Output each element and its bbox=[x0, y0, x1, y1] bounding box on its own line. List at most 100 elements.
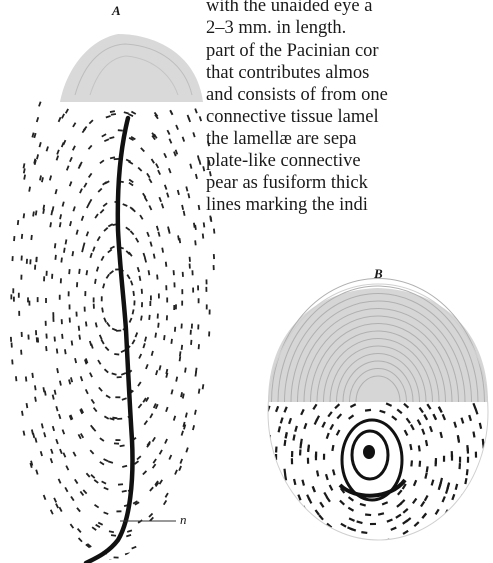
figure-a-nucleus-mark bbox=[137, 267, 140, 272]
figure-a-nucleus-mark bbox=[145, 364, 149, 369]
figure-b-nucleus-mark bbox=[468, 415, 472, 421]
figure-b-nucleus-mark bbox=[288, 513, 293, 519]
figure-a-nucleus-mark bbox=[144, 336, 147, 341]
figure-a-nucleus-mark bbox=[84, 307, 86, 312]
figure-b-nucleus-mark bbox=[309, 542, 315, 548]
figure-b-nucleus-mark bbox=[331, 445, 334, 451]
figure-a-nucleus-mark bbox=[23, 431, 26, 436]
figure-a-nucleus-mark bbox=[26, 259, 28, 264]
figure-a-nucleus-mark bbox=[36, 154, 39, 159]
figure-a-nucleus-mark bbox=[165, 262, 167, 267]
figure-b-nucleus-mark bbox=[288, 418, 292, 424]
figure-a-nucleus-mark bbox=[55, 189, 58, 194]
figure-b-nucleus-mark bbox=[417, 551, 423, 556]
figure-b-nucleus-mark bbox=[391, 415, 397, 420]
figure-a-nucleus-mark bbox=[215, 415, 218, 420]
figure-a-nucleus-mark bbox=[174, 470, 178, 475]
figure-a-nucleus-mark bbox=[69, 318, 71, 323]
figure-a-nucleus-mark bbox=[177, 190, 180, 195]
figure-a-nucleus-mark bbox=[186, 515, 190, 520]
figure-a-nucleus-mark bbox=[155, 370, 158, 375]
figure-a-nucleus-mark bbox=[115, 396, 120, 398]
figure-a-nucleus-mark bbox=[114, 556, 119, 558]
figure-b-nucleus-mark bbox=[418, 461, 421, 467]
figure-a-nucleus-mark bbox=[89, 372, 93, 377]
figure-a-nucleus-mark bbox=[173, 270, 175, 275]
figure-a-nucleus-mark bbox=[181, 301, 183, 306]
text-line: pear as fusiform thick bbox=[206, 173, 368, 193]
figure-a-nucleus-mark bbox=[190, 330, 192, 335]
figure-a-nucleus-mark bbox=[50, 458, 53, 463]
figure-a-nucleus-mark bbox=[90, 253, 93, 258]
figure-a-nucleus-mark bbox=[69, 157, 73, 162]
figure-a-nucleus-mark bbox=[191, 324, 193, 329]
figure-b-nucleus-mark bbox=[262, 420, 266, 426]
figure-a-nucleus-mark bbox=[94, 504, 99, 508]
figure-a-nucleus-mark bbox=[81, 247, 84, 252]
figure-a-nucleus-mark bbox=[32, 211, 35, 216]
figure-a-nucleus-mark bbox=[199, 480, 202, 485]
figure-b-nucleus-mark bbox=[428, 531, 434, 537]
figure-b-nucleus-mark bbox=[408, 537, 414, 542]
figure-a-nucleus-mark bbox=[174, 282, 176, 287]
figure-b-nucleus-mark bbox=[475, 408, 479, 414]
figure-b-nucleus-mark bbox=[293, 504, 298, 510]
figure-b-nucleus-mark bbox=[360, 503, 366, 507]
figure-a-nucleus-mark bbox=[187, 193, 190, 198]
figure-b-nucleus-mark bbox=[351, 556, 357, 560]
figure-a-nucleus-mark bbox=[188, 117, 191, 122]
figure-b-nucleus-mark bbox=[465, 523, 470, 529]
figure-b-nucleus-mark bbox=[476, 496, 480, 502]
figure-b-nucleus-mark bbox=[329, 484, 334, 490]
figure-b-nucleus-mark bbox=[423, 414, 428, 420]
figure-b-nucleus-mark bbox=[458, 534, 463, 540]
figure-b-nucleus-mark bbox=[299, 516, 304, 522]
figure-a-nucleus-mark bbox=[45, 333, 47, 338]
figure-a-nucleus-mark bbox=[181, 289, 183, 294]
figure-b-nucleus-mark bbox=[348, 414, 354, 419]
figure-a-nucleus-mark bbox=[159, 450, 163, 455]
figure-b-nucleus-mark bbox=[275, 466, 278, 472]
figure-b-nucleus-mark bbox=[438, 484, 442, 490]
figure-a-nucleus-mark bbox=[201, 428, 204, 433]
figure-a-nucleus-mark bbox=[72, 122, 76, 127]
figure-a-nucleus-mark bbox=[58, 414, 61, 419]
figure-a-nucleus-mark bbox=[98, 522, 103, 526]
figure-a-nucleus-mark bbox=[64, 349, 67, 354]
figure-a-nucleus-mark bbox=[23, 168, 26, 173]
figure-b-nucleus-mark bbox=[287, 542, 292, 548]
figure-b-nucleus-mark bbox=[401, 551, 407, 555]
figure-a-nucleus-mark bbox=[21, 234, 23, 239]
figure-b-nucleus-mark bbox=[467, 448, 470, 454]
figure-b-nucleus-mark bbox=[340, 523, 346, 528]
figure-a-nucleus-mark bbox=[35, 330, 37, 335]
figure-b-nucleus-mark bbox=[437, 546, 443, 552]
figure-b-nucleus-mark bbox=[314, 546, 320, 551]
figure-b-nucleus-mark bbox=[304, 549, 310, 555]
figure-a-nucleus-mark bbox=[192, 270, 194, 275]
figure-b-nucleus-mark bbox=[267, 456, 269, 462]
figure-b-nucleus-mark bbox=[439, 432, 443, 438]
figure-a-nucleus-mark bbox=[151, 159, 155, 164]
figure-a-nucleus-mark bbox=[181, 431, 184, 436]
figure-a-nucleus-mark bbox=[97, 236, 101, 241]
figure-a-nucleus-mark bbox=[71, 251, 74, 256]
figure-a-nucleus-mark bbox=[142, 343, 145, 348]
figure-b-nucleus-mark bbox=[438, 406, 443, 412]
figure-b-nucleus-mark bbox=[370, 523, 376, 525]
figure-a-nucleus-mark bbox=[59, 507, 63, 512]
figure-a-nucleus-mark bbox=[103, 317, 107, 322]
figure-b-nucleus-mark bbox=[455, 484, 459, 490]
figure-a-nucleus-mark bbox=[10, 337, 12, 342]
figure-a-nucleus-mark bbox=[190, 340, 192, 345]
figure-a-nucleus-mark bbox=[104, 180, 109, 184]
figure-a-nucleus-mark bbox=[70, 377, 73, 382]
figure-a-nucleus-mark bbox=[106, 115, 111, 118]
figure-a-nerve-fibre bbox=[86, 118, 132, 563]
figure-a-nucleus-mark bbox=[76, 312, 78, 317]
figure-b-nucleus-mark bbox=[327, 545, 333, 550]
figure-a-nucleus-mark bbox=[183, 211, 186, 216]
figure-b-nucleus-mark bbox=[431, 479, 435, 485]
figure-a-nucleus-mark bbox=[189, 257, 191, 262]
figure-a-nucleus-mark bbox=[59, 222, 62, 227]
